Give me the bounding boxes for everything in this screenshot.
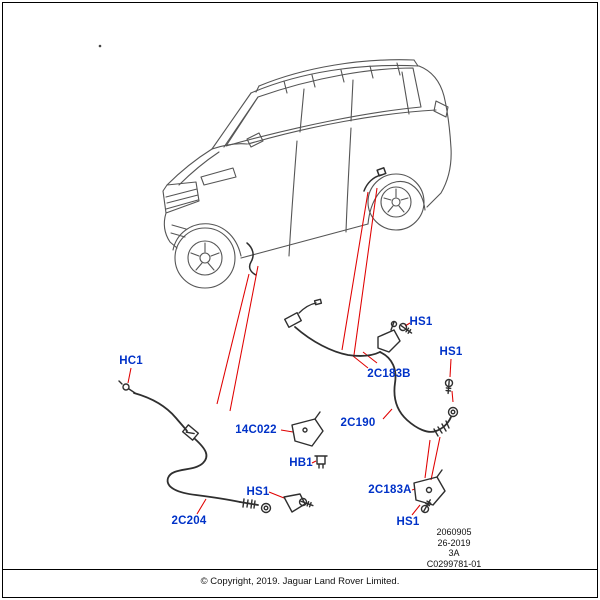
copyright-text: © Copyright, 2019. Jaguar Land Rover Lim… bbox=[200, 576, 400, 587]
front-abs-harness-drawing bbox=[118, 380, 328, 514]
callout-hs1-right[interactable]: HS1 bbox=[439, 346, 463, 358]
info-line-date: 26-2019 bbox=[437, 537, 471, 548]
sensor-bracket-drawing bbox=[283, 493, 306, 513]
sensor-eyelet-drawing bbox=[260, 502, 272, 514]
callout-hs1-middle[interactable]: HS1 bbox=[246, 486, 270, 498]
callout-hc1[interactable]: HC1 bbox=[119, 355, 143, 367]
connector-drawing bbox=[284, 298, 323, 328]
callout-14c022[interactable]: 14C022 bbox=[235, 424, 277, 436]
drawing-info-block: 2060905 26-2019 3A C0299781-01 bbox=[412, 527, 496, 569]
callout-hs1-top[interactable]: HS1 bbox=[409, 316, 433, 328]
vehicle-illustration bbox=[98, 44, 452, 289]
footer-divider bbox=[2, 569, 598, 570]
callout-2c183b[interactable]: 2C183B bbox=[367, 368, 411, 380]
screw-icon bbox=[419, 497, 434, 515]
bracket-2c183b-drawing bbox=[377, 320, 401, 353]
callout-hs1-bottom[interactable]: HS1 bbox=[396, 516, 420, 528]
sensor-eyelet-drawing bbox=[447, 406, 459, 418]
mounting-bracket-14c022-drawing bbox=[291, 411, 324, 447]
callout-2c183a[interactable]: 2C183A bbox=[368, 484, 412, 496]
callout-hb1[interactable]: HB1 bbox=[289, 457, 313, 469]
bracket-2c183a-drawing bbox=[413, 469, 446, 506]
callout-2c190[interactable]: 2C190 bbox=[340, 417, 376, 429]
rear-abs-harness-drawing bbox=[284, 298, 459, 515]
harness-clip-drawing bbox=[118, 380, 136, 394]
connector-drawing bbox=[181, 424, 200, 441]
leader-lines bbox=[127, 187, 454, 516]
info-line-revision: 3A bbox=[448, 548, 460, 558]
callout-2c204[interactable]: 2C204 bbox=[171, 515, 207, 527]
info-line-drawing-number: C0299781-01 bbox=[426, 558, 482, 569]
grommet-hb1-drawing bbox=[314, 455, 328, 469]
info-line-part-number: 2060905 bbox=[436, 527, 472, 537]
